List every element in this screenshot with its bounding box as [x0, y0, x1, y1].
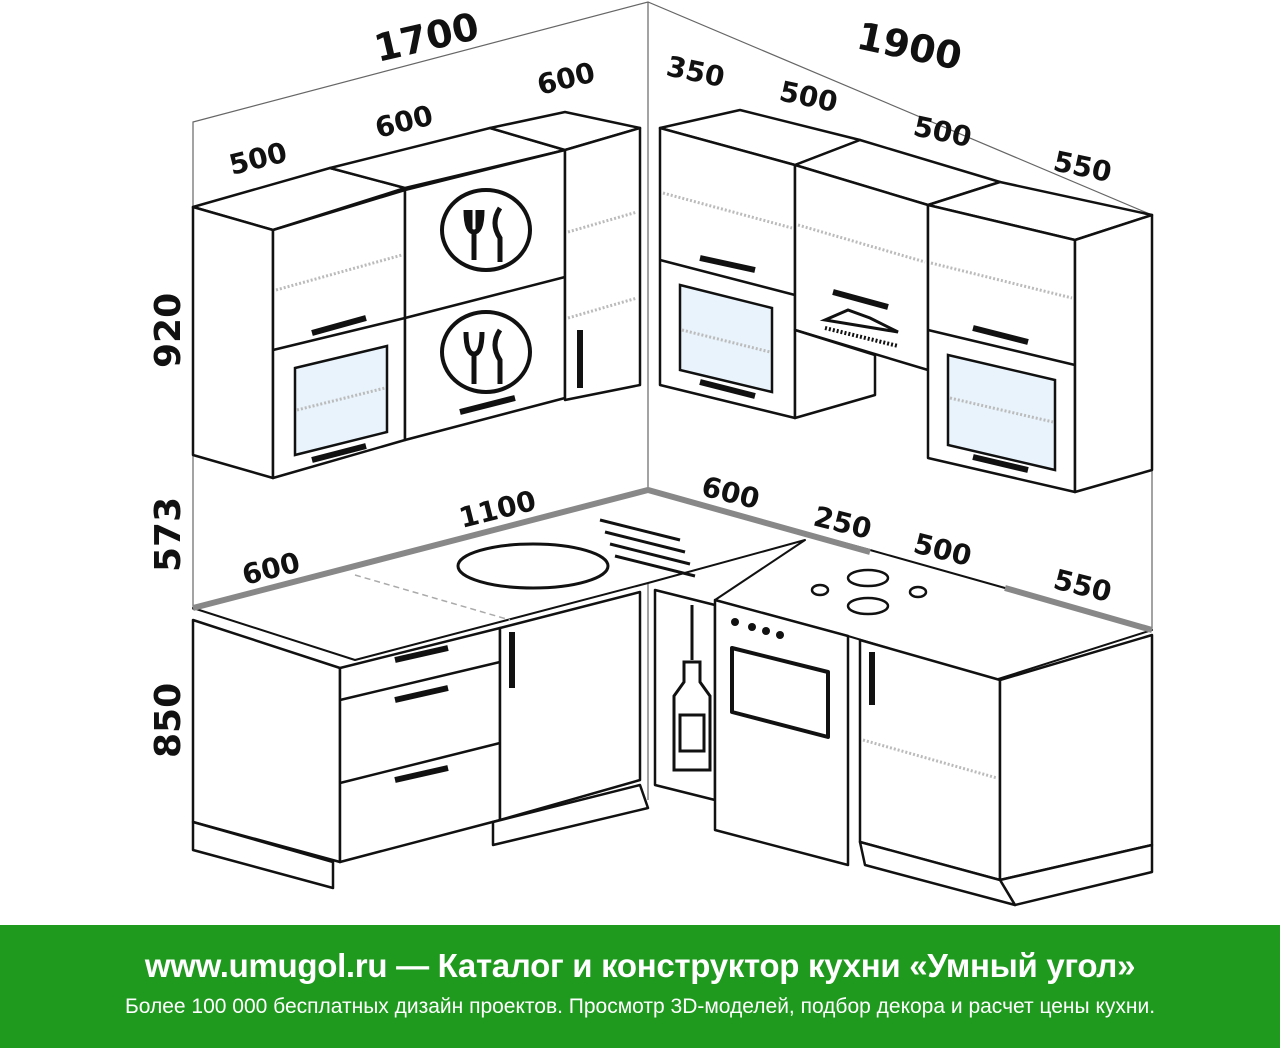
dim-upper-right-2: 500	[777, 75, 841, 119]
cutlery-icon	[440, 310, 532, 394]
cutlery-icon	[440, 188, 532, 272]
upper-cabinet-right-1	[658, 108, 862, 420]
dim-height-gap: 573	[148, 497, 189, 572]
dim-height-upper: 920	[148, 293, 189, 368]
range-hood-icon	[819, 308, 899, 348]
countertop	[192, 486, 1153, 681]
kitchen-diagram: 1700 1900 500 600 600 350 500 500 550 92…	[148, 1, 1154, 907]
dim-upper-left-2: 600	[372, 99, 437, 145]
lower-drawer-cabinet	[191, 618, 502, 890]
bottle-icon	[672, 605, 712, 772]
cooktop-burners-icon	[810, 568, 928, 616]
upper-cabinet-hood	[793, 138, 1002, 420]
stove	[713, 598, 850, 867]
oven-door	[730, 646, 830, 739]
dim-upper-right-3: 500	[911, 110, 975, 154]
footer-banner: www.umugol.ru — Каталог и конструктор ку…	[0, 925, 1280, 1048]
lower-sink-cabinet	[491, 590, 650, 847]
lower-bottle-cabinet	[653, 588, 717, 802]
dim-upper-left-3: 600	[534, 56, 599, 102]
dim-upper-left-1: 500	[226, 136, 291, 182]
upper-cabinet-600-dishes	[328, 126, 567, 442]
stove-knobs-icon	[731, 618, 784, 639]
dim-height-lower: 850	[148, 683, 189, 758]
footer-headline[interactable]: www.umugol.ru — Каталог и конструктор ку…	[144, 947, 1136, 984]
upper-cabinet-500	[191, 166, 407, 480]
dim-upper-right-1: 350	[664, 50, 728, 94]
dim-wall-right: 1900	[853, 14, 966, 79]
dim-upper-right-4: 550	[1051, 145, 1115, 189]
upper-cabinet-right-550	[926, 180, 1154, 494]
upper-corner-cabinet	[488, 110, 642, 402]
lower-right-cabinet	[858, 633, 1154, 907]
sink-icon	[456, 542, 610, 590]
footer-subline: Более 100 000 бесплатных дизайн проектов…	[124, 995, 1156, 1018]
